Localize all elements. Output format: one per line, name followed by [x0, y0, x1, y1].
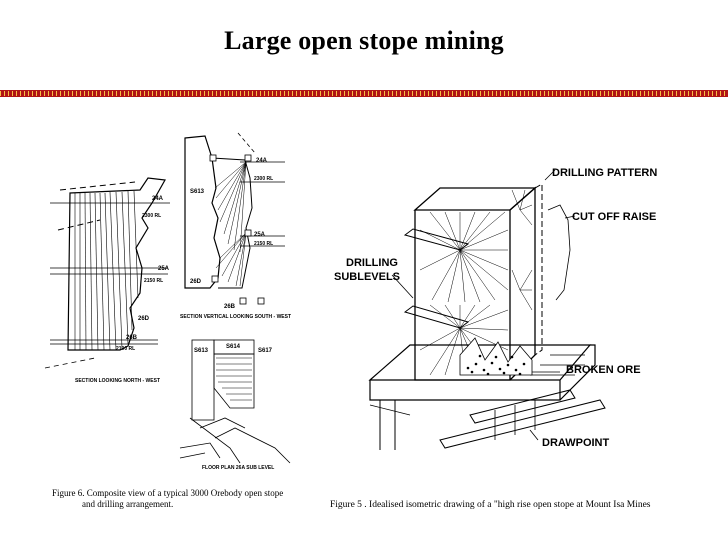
level-24a-label: 24A	[152, 196, 164, 202]
floor-plan: S613 S614 S617 FLOOR PLAN 26A SUB LEVEL	[179, 339, 291, 471]
slide-title: Large open stope mining	[224, 26, 504, 55]
label-drawpoint: DRAWPOINT	[542, 437, 610, 449]
label-drilling-pattern: DRILLING PATTERN	[552, 167, 657, 179]
callouts: DRILLING PATTERN CUT OFF RAISE DRILLING …	[334, 167, 657, 449]
rl-2150-label: 2150 RL	[144, 278, 163, 284]
label-broken-ore: BROKEN ORE	[566, 364, 641, 376]
sw-level-26b-label: 26B	[224, 304, 236, 310]
sw-rl-2150-label: 2150 RL	[254, 241, 273, 247]
level-26d-label: 26D	[138, 316, 150, 322]
plan-s614-label: S614	[226, 344, 241, 350]
plan-s613-label: S613	[194, 348, 209, 354]
section-north-west: 24A 2300 RL 25A 2150 RL 26D 26B 2100 RL …	[44, 177, 170, 384]
sw-level-25a-label: 25A	[254, 232, 266, 238]
sw-stope-s613-label: S613	[190, 189, 205, 195]
rl-2300-label: 2300 RL	[142, 213, 161, 219]
label-sublevels: SUBLEVELS	[334, 271, 400, 283]
divider-band	[0, 90, 728, 97]
composite-stope-figure: 24A 2300 RL 25A 2150 RL 26D 26B 2100 RL …	[44, 132, 291, 471]
section-sw-caption: SECTION VERTICAL LOOKING SOUTH - WEST	[180, 314, 291, 320]
level-26b-label: 26B	[126, 335, 138, 341]
sw-level-24a-label: 24A	[256, 158, 268, 164]
figure6-caption-line1: Figure 6. Composite view of a typical 30…	[52, 488, 284, 498]
figure5-caption: Figure 5 . Idealised isometric drawing o…	[330, 500, 651, 510]
sw-level-26d-label: 26D	[190, 279, 202, 285]
label-cut-off-raise: CUT OFF RAISE	[572, 211, 656, 223]
label-drilling: DRILLING	[346, 257, 398, 269]
figure6-caption-line2: and drilling arrangement.	[82, 499, 174, 509]
rl-2100-label: 2100 RL	[116, 346, 135, 352]
floor-plan-caption: FLOOR PLAN 26A SUB LEVEL	[202, 465, 274, 471]
divider-dot-pattern	[0, 91, 728, 96]
level-25a-label: 25A	[158, 266, 170, 272]
isometric-stope-figure: DRILLING PATTERN CUT OFF RAISE DRILLING …	[334, 167, 657, 450]
sw-rl-2300-label: 2300 RL	[254, 176, 273, 182]
stope-block	[403, 183, 571, 381]
section-south-west: 24A S613 2300 RL 25A 2150 RL 26D 26B SEC…	[180, 132, 291, 320]
section-nw-caption: SECTION LOOKING NORTH - WEST	[75, 378, 160, 384]
plan-s617-label: S617	[258, 348, 273, 354]
